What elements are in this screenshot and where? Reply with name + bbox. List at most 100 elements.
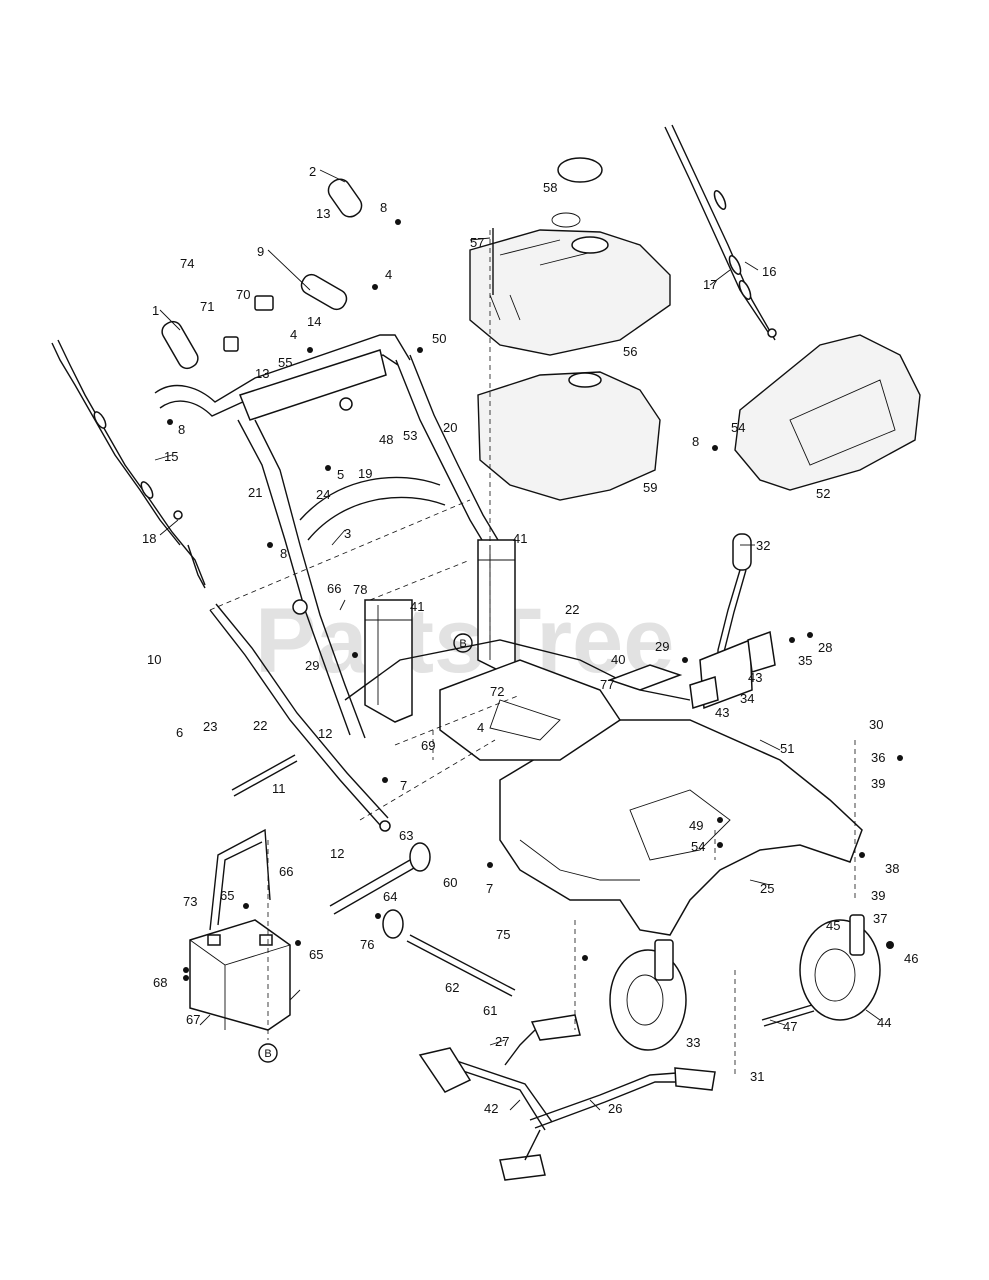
part-label: 37	[873, 911, 887, 926]
part-label: 4	[290, 327, 297, 342]
svg-text:B: B	[459, 638, 466, 650]
part-label: 21	[248, 485, 262, 500]
part-label: 39	[871, 888, 885, 903]
part-label: 59	[643, 480, 657, 495]
part-label: 46	[904, 951, 918, 966]
part-label: 2	[309, 164, 316, 179]
part-label: 60	[443, 875, 457, 890]
part-label: 73	[183, 894, 197, 909]
right-control-cables	[664, 124, 777, 341]
part-label: 16	[762, 264, 776, 279]
part-label: 9	[257, 244, 264, 259]
part-label: 29	[655, 639, 669, 654]
reference-mark-b-upper: B	[453, 633, 473, 653]
part-label: 41	[513, 531, 527, 546]
part-label: 22	[253, 718, 267, 733]
fuel-tank-group	[469, 157, 921, 501]
part-label: 30	[869, 717, 883, 732]
caster-wheels	[609, 914, 881, 1051]
part-label: 33	[686, 1035, 700, 1050]
part-label: 68	[153, 975, 167, 990]
frame-chassis	[344, 639, 863, 936]
watermark-text: PartsTree	[255, 590, 674, 692]
part-label: 65	[220, 888, 234, 903]
part-label: 7	[400, 778, 407, 793]
part-label: 35	[798, 653, 812, 668]
part-label: 23	[203, 719, 217, 734]
part-label: 74	[180, 256, 194, 271]
part-label: 77	[600, 677, 614, 692]
part-label: 52	[816, 486, 830, 501]
part-label: 14	[307, 314, 321, 329]
shift-rod	[209, 603, 391, 832]
part-label: 54	[731, 420, 745, 435]
part-label: 78	[353, 582, 367, 597]
part-label: 24	[316, 487, 330, 502]
part-label: 69	[421, 738, 435, 753]
part-label: 64	[383, 889, 397, 904]
leader-lines	[154, 169, 881, 1111]
part-label: 19	[358, 466, 372, 481]
part-label: 38	[885, 861, 899, 876]
shift-lever	[607, 533, 776, 710]
part-label: 40	[611, 652, 625, 667]
part-label: 3	[344, 526, 351, 541]
part-label: 1	[152, 303, 159, 318]
part-label: 71	[200, 299, 214, 314]
part-label: 39	[871, 776, 885, 791]
part-label: 41	[410, 599, 424, 614]
part-label: 15	[164, 449, 178, 464]
part-label: 66	[327, 581, 341, 596]
tubes-and-axles	[329, 842, 516, 997]
part-label: 13	[255, 366, 269, 381]
part-label: 70	[236, 287, 250, 302]
part-label: 8	[280, 546, 287, 561]
part-label: 48	[379, 432, 393, 447]
part-label: 43	[748, 670, 762, 685]
part-label: 29	[305, 658, 319, 673]
part-label: 4	[477, 720, 484, 735]
part-label: 18	[142, 531, 156, 546]
part-label: 17	[703, 277, 717, 292]
part-label: 49	[689, 818, 703, 833]
part-label: 20	[443, 420, 457, 435]
part-label: 72	[490, 684, 504, 699]
part-label: 50	[432, 331, 446, 346]
left-control-cables	[51, 339, 206, 589]
part-label: 47	[783, 1019, 797, 1034]
reference-mark-b-lower: B	[258, 1043, 278, 1063]
part-label: 10	[147, 652, 161, 667]
part-label: 7	[486, 881, 493, 896]
part-label: 57	[470, 235, 484, 250]
svg-text:B: B	[264, 1048, 271, 1060]
part-label: 31	[750, 1069, 764, 1084]
battery	[189, 828, 291, 1031]
part-label: 5	[337, 467, 344, 482]
part-label: 55	[278, 355, 292, 370]
part-label: 28	[818, 640, 832, 655]
part-label: 6	[176, 725, 183, 740]
part-label: 43	[715, 705, 729, 720]
part-label: 8	[692, 434, 699, 449]
part-label: 11	[272, 781, 286, 796]
part-label: 54	[691, 839, 705, 854]
part-label: 44	[877, 1015, 891, 1030]
lower-linkage	[418, 1014, 716, 1181]
part-label: 34	[740, 691, 754, 706]
part-number-labels: 1 2 3 4 4 4 5 6 7 7 8 8 8 8 9 10 11 12 1…	[142, 164, 918, 1116]
part-label: 27	[495, 1034, 509, 1049]
part-label: 45	[826, 918, 840, 933]
part-label: 32	[756, 538, 770, 553]
part-label: 12	[318, 726, 332, 741]
part-label: 26	[608, 1101, 622, 1116]
part-label: 12	[330, 846, 344, 861]
part-label: 65	[309, 947, 323, 962]
part-label: 75	[496, 927, 510, 942]
part-label: 66	[279, 864, 293, 879]
part-label: 8	[380, 200, 387, 215]
part-label: 8	[178, 422, 185, 437]
part-label: 56	[623, 344, 637, 359]
part-label: 67	[186, 1012, 200, 1027]
